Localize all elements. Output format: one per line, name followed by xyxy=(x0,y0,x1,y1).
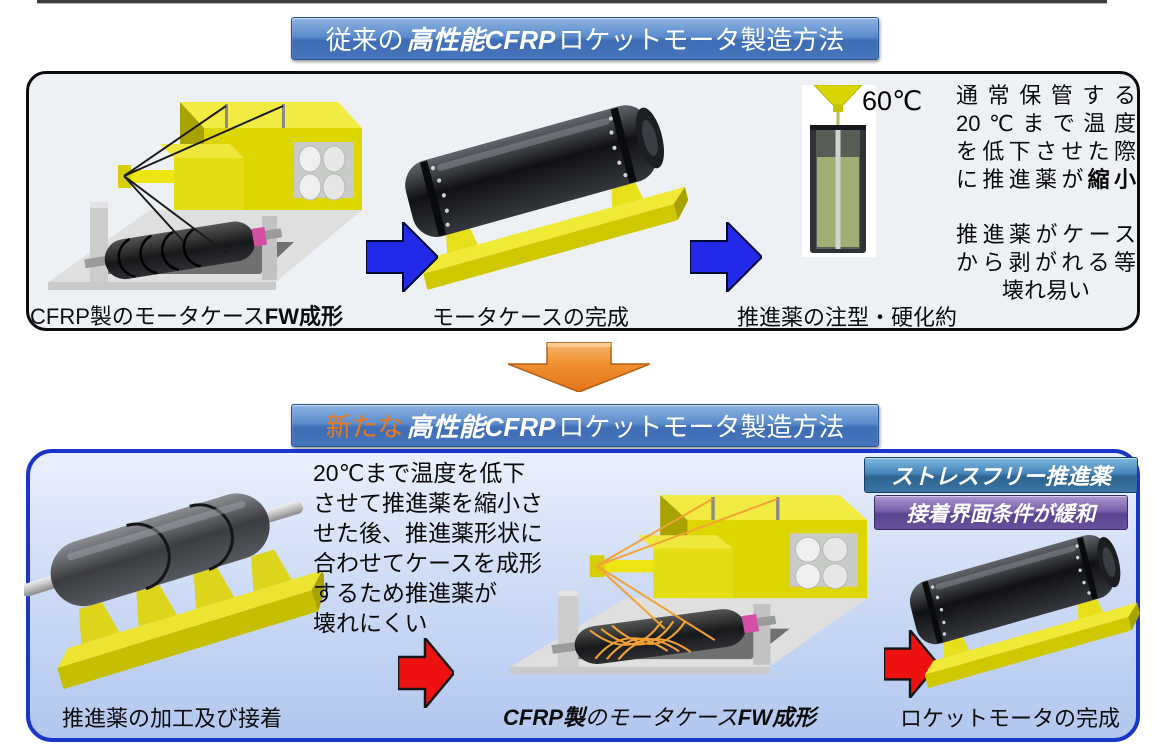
arrow-right-red-icon xyxy=(884,630,938,698)
note-line: 通常保管する xyxy=(956,83,1136,108)
bonding-condition-badge: 接着界面条件が緩和 xyxy=(874,495,1128,530)
arrow-right-blue-icon xyxy=(366,222,438,292)
temperature-label: 60℃ xyxy=(862,86,923,116)
note-line: するため推進薬が xyxy=(313,580,497,606)
note-segment-bold: 縮小 xyxy=(1087,167,1136,192)
new-title-emphasis: 高性能CFRP xyxy=(406,412,556,442)
old-method-title-bar: 従来の 高性能CFRP ロケットモータ製造方法 xyxy=(291,17,879,60)
note-line: 壊れにくい xyxy=(313,610,428,636)
new-title-prefix: 新たな xyxy=(325,412,404,442)
note-line: 推進薬がケース xyxy=(956,222,1136,247)
caption-text: のモータケース xyxy=(584,705,738,730)
new-title-suffix: ロケットモータ製造方法 xyxy=(558,412,845,442)
caption-text: CFRP製のモータケース xyxy=(30,304,265,329)
rocket-motor-complete-illustration xyxy=(909,534,1141,689)
propellant-grain-illustration xyxy=(24,493,324,690)
old-title-emphasis: 高性能CFRP xyxy=(406,25,556,55)
shrinkage-note: 通常保管する 20℃まで温度 を低下させた際 に推進薬が縮小 推進薬がケース か… xyxy=(956,82,1136,305)
caption-propellant-processing: 推進薬の加工及び接着 xyxy=(62,706,283,731)
stress-free-propellant-badge: ストレスフリー推進薬 xyxy=(864,457,1138,493)
note-line: 合わせてケースを成形 xyxy=(313,550,542,576)
note-line: 壊れ易い xyxy=(1001,278,1090,303)
caption-fw-forming-old: CFRP製のモータケースFW成形 xyxy=(30,299,343,331)
propellant-casting-illustration xyxy=(802,85,876,257)
note-line: せた後、推進薬形状に xyxy=(313,520,543,546)
top-border-line xyxy=(37,0,1107,4)
motor-case-illustration xyxy=(405,105,689,290)
old-title-prefix: 従来の xyxy=(325,25,404,55)
arrow-right-red-icon xyxy=(398,638,454,708)
caption-case-complete: モータケースの完成 xyxy=(432,305,629,330)
note-line: を低下させた際 xyxy=(956,139,1136,164)
caption-motor-complete: ロケットモータの完成 xyxy=(900,706,1121,731)
caption-fw-forming-new: CFRP製のモータケースFW成形 xyxy=(503,700,816,732)
caption-text-bold: FW成形 xyxy=(264,304,344,329)
fw-winding-machine-new-illustration xyxy=(510,495,867,675)
note-line: 20℃まで温度を低下 xyxy=(313,460,526,486)
note-line: 20℃まで温度 xyxy=(956,111,1136,136)
caption-casting-curing: 推進薬の注型・硬化約 xyxy=(737,305,958,330)
arrow-down-orange-icon xyxy=(508,342,650,392)
arrow-right-blue-icon xyxy=(690,222,762,292)
note-line: させて推進薬を縮小さ xyxy=(313,490,543,516)
new-method-title-bar: 新たな 高性能CFRP ロケットモータ製造方法 xyxy=(291,404,879,447)
fw-winding-machine-illustration xyxy=(48,102,362,290)
note-line: から剥がれる等 xyxy=(956,250,1136,275)
caption-text-bold: FW成形 xyxy=(737,705,817,730)
note-paragraph-gap xyxy=(956,194,1136,221)
note-segment: に推進薬が xyxy=(956,167,1088,192)
caption-text-bold: CFRP製 xyxy=(503,705,585,730)
new-method-note: 20℃まで温度を低下 させて推進薬を縮小さ せた後、推進薬形状に 合わせてケース… xyxy=(313,458,603,638)
old-title-suffix: ロケットモータ製造方法 xyxy=(558,25,845,55)
note-line: に推進薬が縮小 xyxy=(956,166,1136,194)
